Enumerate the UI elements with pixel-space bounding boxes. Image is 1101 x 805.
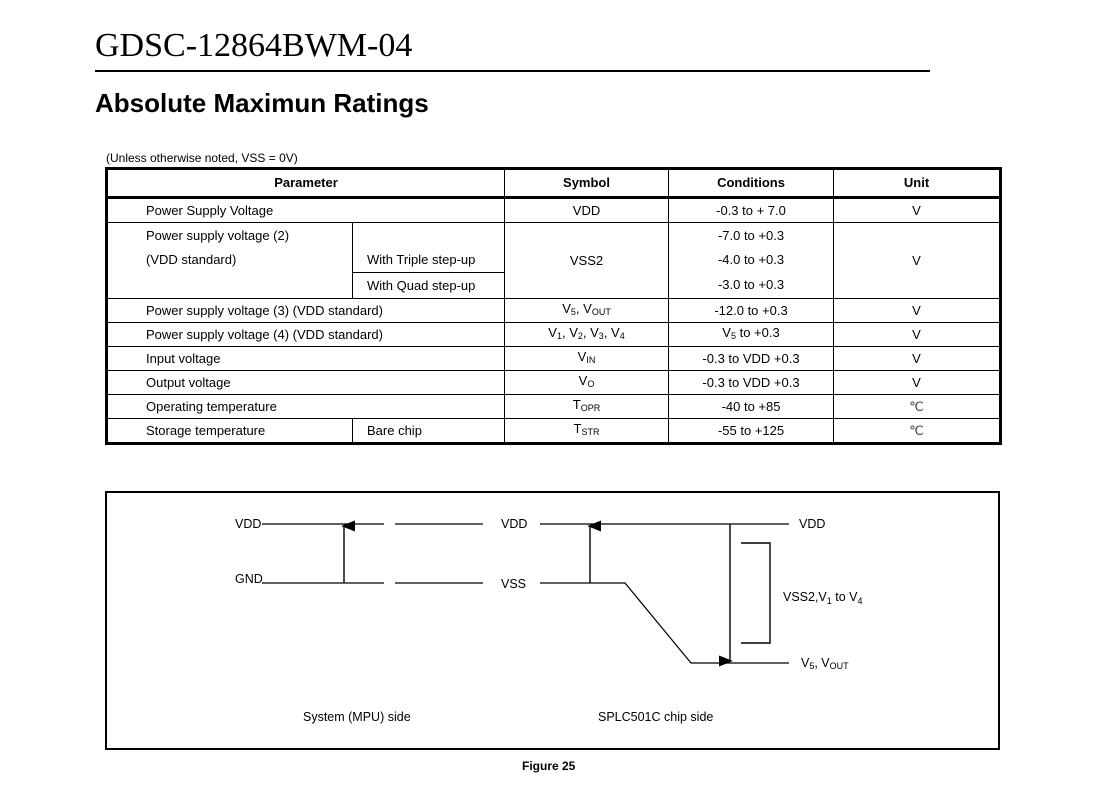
param-cell: Power supply voltage (4) (VDD standard) — [105, 322, 506, 347]
header-rule — [95, 70, 930, 72]
unit-cell: V — [833, 346, 1002, 371]
vout-fall-line — [540, 582, 789, 664]
header-unit: Unit — [833, 168, 1002, 199]
unit-cell: V — [833, 322, 1002, 347]
unit-cell: ℃ — [833, 418, 1002, 444]
sub-condition-cell: Bare chip — [351, 418, 506, 444]
sub-condition-quad: With Quad step-up — [353, 272, 505, 298]
table-row: Power supply voltage (3) (VDD standard) … — [105, 298, 1002, 323]
unit-cell: V — [833, 370, 1002, 395]
sub-condition-triple: With Triple step-up — [367, 252, 476, 267]
conditions-cell: -4.0 to +0.3 — [668, 248, 835, 273]
power-sequence-diagram: VDD GND VDD VSS VDD VSS2,V1 to V4 V5, VO… — [235, 517, 863, 724]
left-vdd-label: VDD — [235, 517, 261, 531]
param-cell — [106, 272, 353, 299]
document-id: GDSC-12864BWM-04 — [95, 27, 413, 64]
param-cell: Storage temperature — [106, 418, 353, 444]
power-sequence-figure: VDD GND VDD VSS VDD VSS2,V1 to V4 V5, VO… — [105, 491, 1000, 750]
conditions-cell: -12.0 to +0.3 — [668, 298, 835, 323]
param-cell: Operating temperature — [105, 394, 506, 419]
conditions-cell: -3.0 to +0.3 — [668, 272, 835, 299]
unit-cell: V — [833, 298, 1002, 323]
conditions-cell: -7.0 to +0.3 — [668, 222, 835, 248]
system-side-label: System (MPU) side — [303, 710, 411, 724]
param-cell: (VDD standard) — [106, 248, 353, 273]
left-gnd-label: GND — [235, 572, 263, 586]
range-bracket — [741, 542, 771, 644]
unit-cell: V — [833, 222, 1002, 299]
symbol-cell: TOPR — [504, 394, 670, 419]
right-vdd-label: VDD — [799, 517, 825, 531]
unit-cell: ℃ — [833, 394, 1002, 419]
param-cell: Power Supply Voltage — [105, 197, 506, 223]
chip-side-label: SPLC501C chip side — [598, 710, 713, 724]
table-row: Power Supply Voltage VDD -0.3 to + 7.0 V — [105, 197, 1002, 223]
conditions-cell: -0.3 to + 7.0 — [668, 197, 835, 223]
table-row: Power supply voltage (2) With Triple ste… — [106, 222, 1002, 299]
table-row: Storage temperature Bare chip TSTR -55 t… — [106, 418, 1002, 444]
symbol-cell: VIN — [504, 346, 670, 371]
table-row: Power supply voltage (4) (VDD standard) … — [105, 322, 1002, 347]
symbol-cell: VO — [504, 370, 670, 395]
conditions-cell: -55 to +125 — [668, 418, 835, 444]
table-row: Operating temperature TOPR -40 to +85 ℃ — [105, 394, 1002, 419]
section-title: Absolute Maximun Ratings — [95, 88, 429, 118]
param-cell: Power supply voltage (2) — [106, 222, 353, 248]
param-cell: Input voltage — [105, 346, 506, 371]
unit-cell: V — [833, 197, 1002, 223]
param-cell: Power supply voltage (3) (VDD standard) — [105, 298, 506, 323]
vout-label: V5, VOUT — [801, 656, 849, 671]
conditions-cell: -0.3 to VDD +0.3 — [668, 346, 835, 371]
table-row: (VDD standard) -4.0 to +0.3 — [106, 248, 1001, 273]
table-header-row: Parameter Symbol Conditions Unit — [105, 168, 1002, 199]
conditions-cell: V5 to +0.3 — [668, 322, 835, 347]
conditions-cell: -40 to +85 — [668, 394, 835, 419]
mid-vss-label: VSS — [501, 577, 526, 591]
sub-condition-cell: With Triple step-up With Quad step-up — [351, 222, 506, 299]
header-symbol: Symbol — [504, 168, 670, 199]
symbol-cell: V1, V2, V3, V4 — [504, 322, 670, 347]
param-cell: Output voltage — [105, 370, 506, 395]
header-parameter: Parameter — [105, 168, 506, 199]
symbol-cell: VSS2 — [504, 222, 670, 299]
mid-vdd-label: VDD — [501, 517, 527, 531]
table-row: Output voltage VO -0.3 to VDD +0.3 V — [105, 370, 1002, 395]
conditions-cell: -0.3 to VDD +0.3 — [668, 370, 835, 395]
absolute-maximum-ratings-table: Parameter Symbol Conditions Unit Power S… — [105, 167, 1003, 445]
header-conditions: Conditions — [668, 168, 835, 199]
symbol-cell: TSTR — [504, 418, 670, 444]
range-label: VSS2,V1 to V4 — [783, 590, 863, 606]
symbol-cell: V5, VOUT — [504, 298, 670, 323]
symbol-cell: VDD — [504, 197, 670, 223]
conditions-note: (Unless otherwise noted, VSS = 0V) — [106, 151, 298, 165]
table-row: Input voltage VIN -0.3 to VDD +0.3 V — [105, 346, 1002, 371]
figure-caption: Figure 25 — [522, 759, 576, 773]
